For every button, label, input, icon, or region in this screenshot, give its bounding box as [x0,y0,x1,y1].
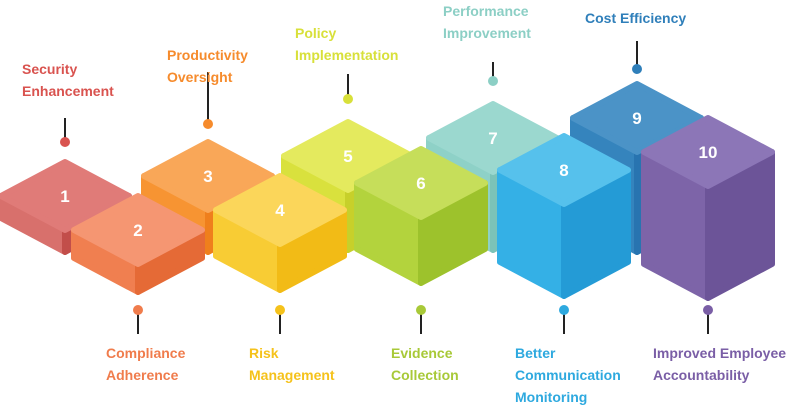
step-number: 4 [275,201,285,220]
connector-dot [133,305,143,315]
step-6-cube: 6 [354,146,488,286]
connector-dot [488,76,498,86]
step-number: 3 [203,167,212,186]
step-number: 2 [133,221,142,240]
step-number: 7 [488,129,497,148]
cube-top-face [641,115,775,189]
cube-top-face [570,81,704,155]
step-number: 10 [699,143,718,162]
cube-top-face [354,146,488,220]
connector-dot [343,94,353,104]
connector-dot [559,305,569,315]
step-10-cube: 10 [641,115,775,301]
connector-dot [275,305,285,315]
label-line: Accountability [653,367,750,383]
cube-top-face [71,193,205,267]
label-line: Collection [391,367,459,383]
step-4-cube: 4 [213,173,347,293]
connector-dot [60,137,70,147]
label-line: Policy [295,25,336,41]
label-line: Implementation [295,47,398,63]
step-number: 1 [60,187,69,206]
label-line: Better [515,345,556,361]
step-8-cube: 8 [497,133,631,299]
step-number: 8 [559,161,568,180]
label-line: Cost Efficiency [585,10,686,26]
label-line: Adherence [106,367,179,383]
connector-dot [632,64,642,74]
label-line: Enhancement [22,83,114,99]
step-number: 6 [416,174,425,193]
connector-dot [203,119,213,129]
cube-top-face [213,173,347,247]
label-line: Evidence [391,345,453,361]
step-2-cube: 2 [71,193,205,295]
label-line: Productivity [167,47,248,63]
label-line: Compliance [106,345,186,361]
cube-top-face [497,133,631,207]
step-9-callout: Cost Efficiency [585,10,686,74]
connector-dot [703,305,713,315]
label-line: Management [249,367,335,383]
label-line: Improved Employee [653,345,786,361]
cube-top-face [0,159,132,233]
label-line: Monitoring [515,389,587,405]
step-label: Cost Efficiency [585,10,686,26]
cube-top-face [141,139,275,213]
label-line: Oversight [167,69,233,85]
label-line: Risk [249,345,279,361]
step-number: 5 [343,147,352,166]
label-line: Performance [443,3,529,19]
label-line: Communication [515,367,621,383]
label-line: Security [22,61,77,77]
connector-dot [416,305,426,315]
step-number: 9 [632,109,641,128]
label-line: Improvement [443,25,531,41]
